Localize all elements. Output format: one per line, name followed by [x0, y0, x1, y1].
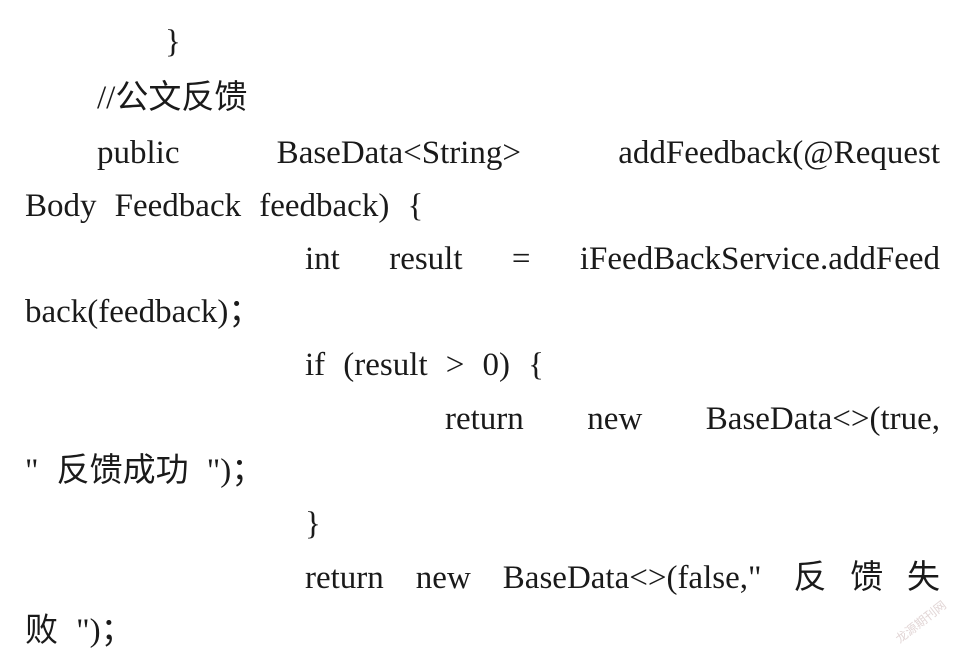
code-line-return-true-cont: " 反馈成功 ")；: [25, 453, 265, 489]
code-line-return-false: return new BaseData<>(false," 反馈失: [305, 560, 940, 596]
code-line-method-signature: public BaseData<String> addFeedback(@Req…: [97, 135, 940, 171]
code-line-result-assign: int result = iFeedBackService.addFeed: [305, 241, 940, 277]
code-comment: //公文反馈: [97, 80, 248, 116]
code-line-closing-brace: }: [165, 24, 181, 60]
code-line-return-false-cont: 败 ")；: [25, 613, 134, 649]
code-line-result-assign-cont: back(feedback)；: [25, 294, 262, 330]
code-line-if-close: }: [305, 506, 321, 542]
code-line-if: if (result > 0) {: [305, 347, 545, 383]
code-line-return-true: return new BaseData<>(true,: [445, 401, 940, 437]
code-line-method-signature-cont: Body Feedback feedback) {: [25, 188, 424, 224]
